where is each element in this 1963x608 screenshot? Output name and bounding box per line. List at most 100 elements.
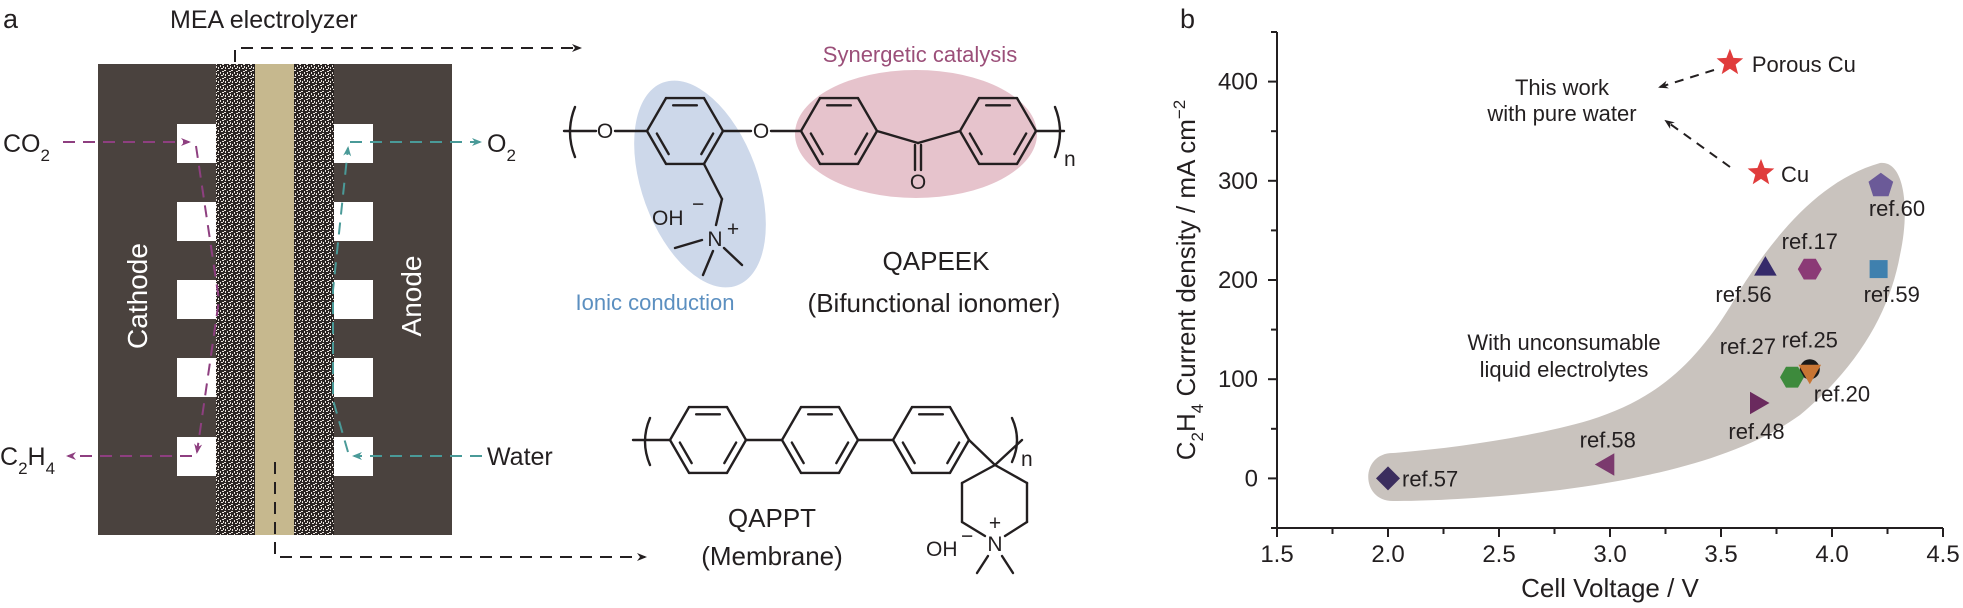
anode-reaction-path	[332, 146, 352, 453]
bond	[673, 238, 704, 250]
x-tick-label: 2.0	[1371, 541, 1404, 568]
bond	[809, 132, 824, 156]
bond	[891, 405, 914, 442]
bond	[856, 96, 879, 133]
bond	[700, 132, 715, 156]
bond	[975, 554, 990, 575]
liquid-electrolyte-region	[1368, 162, 1905, 502]
marker-ref-58	[1594, 453, 1615, 476]
ionomer-callout-arrow	[234, 44, 582, 62]
co2-label: CO2	[3, 130, 50, 165]
bond	[1015, 96, 1038, 133]
bond	[645, 129, 668, 166]
bond	[837, 438, 860, 475]
bond	[725, 405, 748, 442]
atom-n-charge: +	[989, 512, 1001, 535]
bond	[993, 463, 1029, 485]
point-label: ref.59	[1864, 282, 1920, 307]
anode-label: Anode	[396, 256, 427, 337]
marker-ref-48	[1750, 391, 1770, 415]
hydroxide-label: OH	[926, 538, 958, 561]
atom-n: N	[987, 533, 1002, 556]
bond	[780, 405, 803, 442]
bond	[854, 132, 869, 156]
bond	[668, 438, 691, 475]
y-tick-label: 0	[1245, 465, 1258, 492]
membrane	[255, 64, 294, 535]
y-tick-label: 400	[1218, 69, 1258, 96]
annotation-this-work-line1: This work	[1515, 75, 1610, 100]
qappt-role: (Membrane)	[701, 541, 843, 571]
anode-flow-channel	[334, 124, 373, 163]
cathode-label: Cathode	[122, 243, 153, 349]
bond	[655, 132, 670, 156]
panel-label-b: b	[1180, 4, 1195, 34]
bond	[702, 96, 725, 133]
point-label: ref.48	[1728, 419, 1784, 444]
bond	[714, 197, 724, 227]
bond	[780, 438, 803, 475]
bond	[790, 441, 805, 465]
bond	[725, 438, 748, 475]
bond	[799, 129, 822, 166]
c2h4-label: C2H4	[0, 443, 55, 478]
qapeek-structure: O O O N + OH − n Synergetic catalysis Io…	[562, 42, 1076, 318]
bond	[958, 129, 981, 166]
y-axis-label: C2H4 Current density / mA cm−2	[1170, 100, 1207, 461]
atom-o-carbonyl: O	[910, 171, 926, 194]
repeat-bracket	[643, 416, 652, 467]
annotation-this-work-line2: with pure water	[1486, 101, 1636, 126]
point-label: Porous Cu	[1752, 52, 1856, 77]
atom-n: N	[707, 228, 722, 251]
panel-a: a MEA electrolyzer Cathode Anode CO2 O2 …	[0, 4, 1076, 575]
bond	[678, 441, 693, 465]
repeat-bracket	[1053, 105, 1062, 159]
bond	[1003, 520, 1029, 538]
panel-label-a: a	[3, 4, 19, 34]
bond	[946, 441, 961, 465]
cathode-reaction-path	[194, 145, 221, 454]
qappt-name: QAPPT	[728, 503, 816, 533]
x-axis-label: Cell Voltage / V	[1521, 573, 1699, 603]
qapeek-role: (Bifunctional ionomer)	[808, 288, 1061, 318]
marker-ref-27	[1780, 366, 1804, 388]
x-tick-label: 2.5	[1482, 541, 1515, 568]
bond	[799, 96, 822, 133]
bond	[916, 129, 962, 145]
point-label: ref.17	[1782, 229, 1838, 254]
cathode-catalyst-layer	[216, 64, 255, 535]
porous-cu-arrow	[1658, 69, 1715, 89]
x-tick-label: 3.5	[1704, 541, 1737, 568]
bond	[723, 441, 738, 465]
repeat-bracket	[1010, 416, 1019, 464]
anode-flow-channel	[334, 358, 373, 397]
point-label: ref.56	[1715, 282, 1771, 307]
marker-ref-59	[1869, 260, 1888, 279]
repeat-unit-n: n	[1064, 148, 1076, 171]
bond	[668, 405, 691, 442]
y-tick-label: 300	[1218, 168, 1258, 195]
point-label: ref.25	[1782, 327, 1838, 352]
marker-ref-17	[1797, 258, 1822, 280]
x-tick-label: 4.5	[1926, 541, 1959, 568]
bond	[835, 441, 850, 465]
bond	[1013, 132, 1028, 156]
hydroxide-label: OH	[652, 207, 684, 230]
x-tick-label: 1.5	[1260, 541, 1293, 568]
anode-catalyst-layer	[294, 64, 334, 535]
anode-flow-channel	[334, 437, 373, 476]
bond	[960, 520, 987, 538]
atom-o: O	[597, 120, 613, 143]
hydroxide-charge: −	[961, 525, 973, 548]
cu-arrow	[1664, 119, 1731, 168]
bond	[837, 405, 860, 442]
point-label: ref.27	[1720, 334, 1776, 359]
bond	[722, 246, 744, 267]
anode-flow-channel	[334, 280, 373, 319]
x-tick-label: 4.0	[1815, 541, 1848, 568]
mea-title: MEA electrolyzer	[170, 6, 358, 34]
atom-n-charge: +	[727, 218, 739, 241]
